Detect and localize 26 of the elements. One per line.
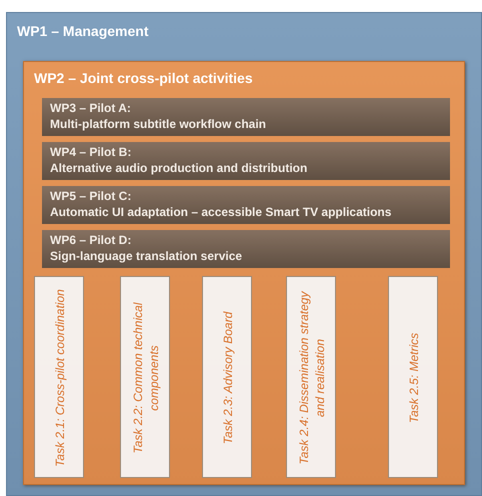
pilot-title: WP4 – Pilot B:: [50, 145, 132, 159]
task-column: [388, 276, 438, 478]
pilot-title: WP6 – Pilot D:: [50, 233, 132, 247]
pilot-bar: [42, 186, 450, 224]
pilot-title: WP3 – Pilot A:: [50, 101, 131, 115]
task-label: Task 2.4: Dissemination strategy and realisation: [296, 290, 328, 466]
work-package-panel: [6, 12, 482, 496]
task-column: [120, 276, 170, 478]
panel-title: WP2 – Joint cross-pilot activities: [34, 70, 253, 86]
pilot-title: WP5 – Pilot C:: [50, 189, 132, 203]
pilot-description: Automatic UI adaptation – accessible Smart TV applications: [50, 205, 392, 219]
pilot-bar: [42, 230, 450, 268]
task-column: [34, 276, 84, 478]
task-label: Task 2.3: Advisory Board: [220, 310, 236, 446]
task-label: Task 2.2: Common technical components: [130, 302, 162, 456]
panel-title: WP1 – Management: [17, 23, 148, 39]
work-package-panel: [23, 61, 465, 485]
task-label: Task 2.1: Cross-pilot coordination: [52, 288, 68, 469]
task-column: [286, 276, 336, 478]
pilot-bar: [42, 98, 450, 136]
pilot-bar: [42, 142, 450, 180]
pilot-description: Sign-language translation service: [50, 249, 242, 263]
pilot-description: Alternative audio production and distribution: [50, 161, 308, 175]
task-column: [202, 276, 252, 478]
task-label: Task 2.5: Metrics: [406, 332, 422, 426]
pilot-description: Multi-platform subtitle workflow chain: [50, 117, 266, 131]
